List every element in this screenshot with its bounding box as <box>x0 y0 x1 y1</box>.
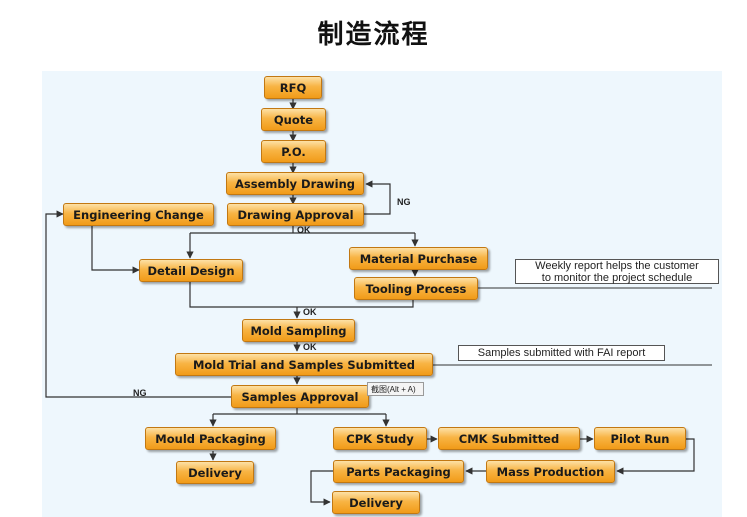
node-samples-approval: Samples Approval <box>231 385 369 408</box>
label-ok-tooling: OK <box>303 307 317 317</box>
note-weekly-line1: Weekly report helps the customer <box>535 260 699 272</box>
node-parts-packaging: Parts Packaging <box>333 460 464 483</box>
node-cpk-study: CPK Study <box>333 427 427 450</box>
line-merge <box>189 282 414 308</box>
node-mould-packaging: Mould Packaging <box>145 427 276 450</box>
label-ok-drawing: OK <box>297 225 311 235</box>
arrow-ng-loop <box>364 180 391 215</box>
arrow-eng-detail <box>91 225 140 274</box>
node-drawing-approval: Drawing Approval <box>227 203 364 226</box>
label-ok-sampling: OK <box>303 342 317 352</box>
node-delivery-left: Delivery <box>176 461 254 484</box>
node-mold-trial: Mold Trial and Samples Submitted <box>175 353 433 376</box>
screenshot-tooltip: 截图(Alt + A) <box>367 382 424 396</box>
note-weekly-line2: to monitor the project schedule <box>541 272 693 284</box>
arrow-parts-delivery <box>310 470 333 506</box>
note-fai-report: Samples submitted with FAI report <box>458 345 665 361</box>
label-ng-drawing: NG <box>397 197 411 207</box>
node-quote: Quote <box>261 108 326 131</box>
arrow-pilot-mass <box>616 438 695 475</box>
node-assembly-drawing: Assembly Drawing <box>226 172 364 195</box>
node-cmk-submitted: CMK Submitted <box>438 427 580 450</box>
node-pilot-run: Pilot Run <box>594 427 686 450</box>
node-delivery-bottom: Delivery <box>332 491 420 514</box>
node-rfq: RFQ <box>264 76 322 99</box>
node-engineering-change: Engineering Change <box>63 203 214 226</box>
node-mass-production: Mass Production <box>486 460 615 483</box>
node-detail-design: Detail Design <box>139 259 243 282</box>
note-weekly-report: Weekly report helps the customer to moni… <box>515 259 719 284</box>
label-ng-samples: NG <box>133 388 147 398</box>
page-title: 制造流程 <box>317 20 430 50</box>
arrow-ng-engineering <box>45 210 231 398</box>
node-po: P.O. <box>261 140 326 163</box>
node-tooling-process: Tooling Process <box>354 277 478 300</box>
node-mold-sampling: Mold Sampling <box>242 319 355 342</box>
node-material-purchase: Material Purchase <box>349 247 488 270</box>
